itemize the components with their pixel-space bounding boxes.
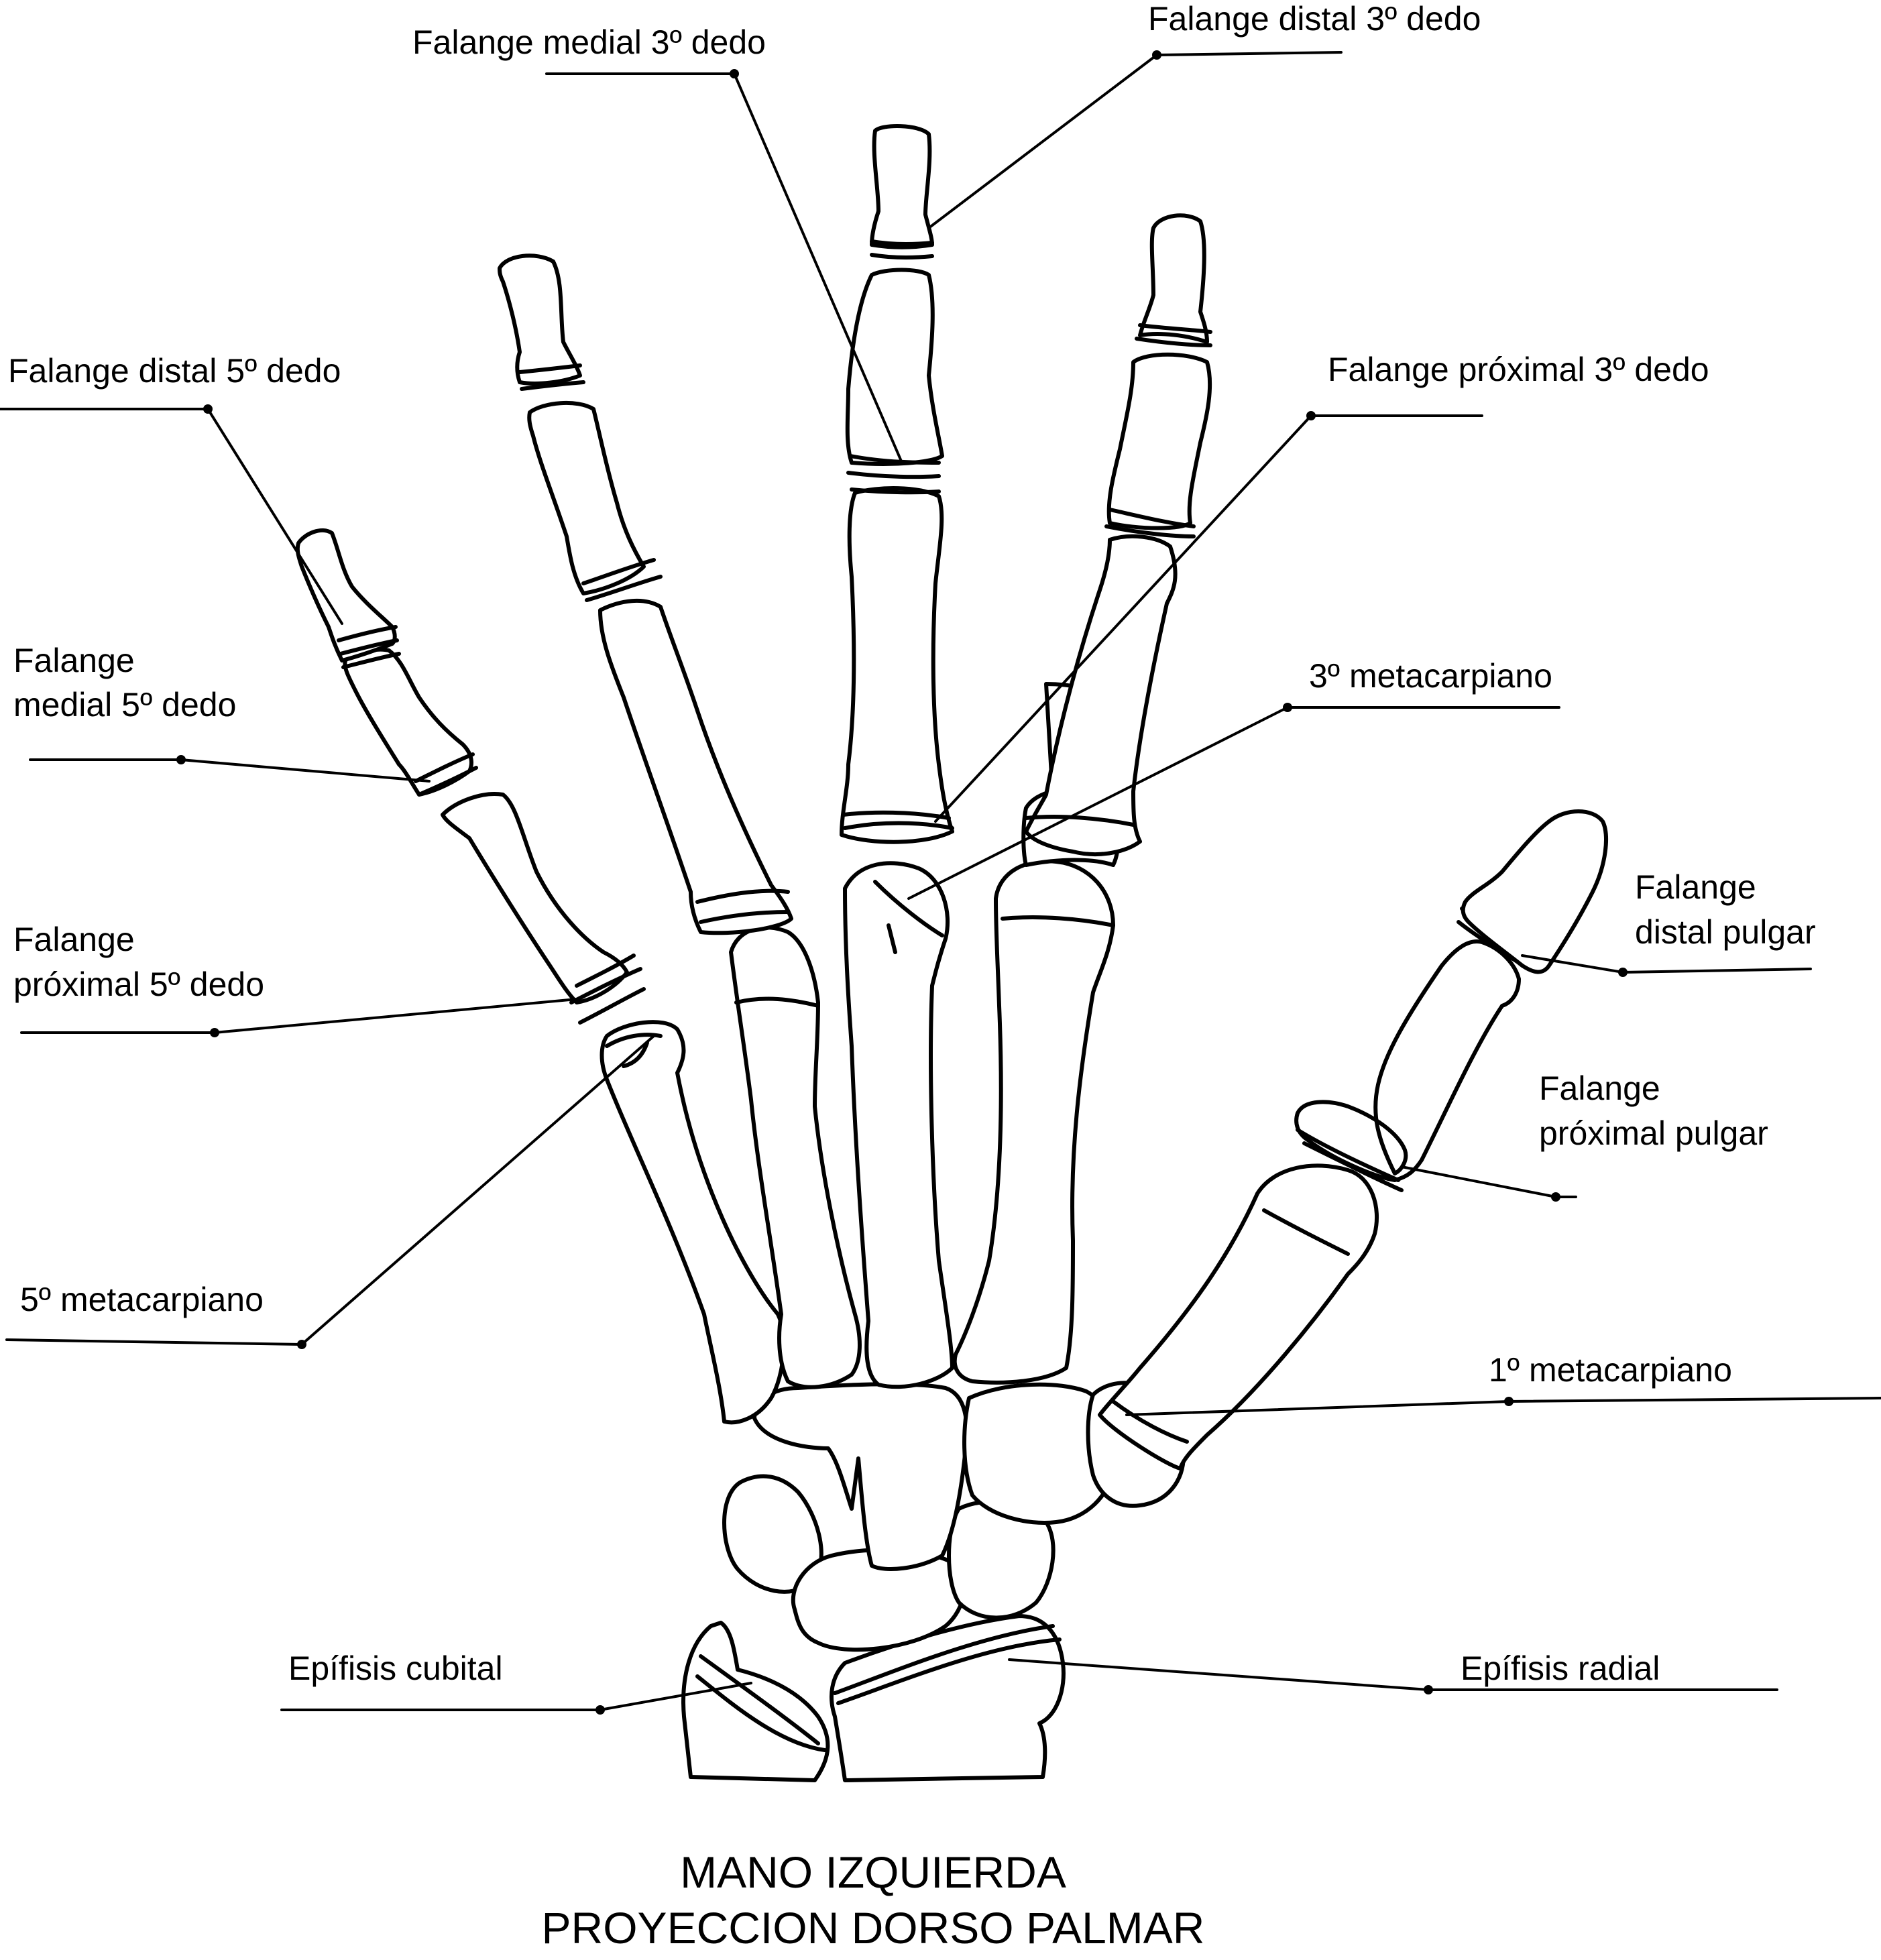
leader-epifisis-cubital [280,1682,752,1711]
metacarpal-4-head-line [734,996,820,1008]
labels: Falange medial 3º dedo Falange distal 3º… [8,0,1816,1687]
leader-metacarpiano-3 [907,706,1560,900]
leader-falange-distal-pulgar [1521,954,1812,974]
metacarpal-5-head-line [605,1033,663,1068]
leader-dot [1283,703,1292,712]
leader-dot [1551,1192,1560,1202]
metacarpal-2-head-line [1001,915,1115,927]
ring-mcp-joint [695,888,790,924]
label-falange-medial-5-line1: Falange [13,642,135,679]
label-falange-medial-5-line2: medial 5º dedo [13,686,236,724]
ulna-epiphysis [681,1621,830,1782]
leader-dot [297,1340,306,1349]
leader-falange-medial-5 [29,758,431,783]
little-distal-phalanx [295,528,397,662]
leader-dot [1424,1685,1433,1694]
label-falange-distal-pulgar-line2: distal pulgar [1635,913,1816,951]
thumb-mcp-joint [1296,1128,1404,1192]
caption-line1: MANO IZQUIERDA [680,1847,1066,1897]
label-epifisis-radial: Epífisis radial [1461,1650,1660,1687]
middle-proximal-phalanx [840,486,954,844]
index-mcp-joint [1024,815,1135,827]
leader-dot [730,69,739,78]
label-falange-proximal-3: Falange próximal 3º dedo [1328,351,1709,388]
leader-falange-distal-5 [0,408,343,625]
index-dip-joint [1135,323,1212,347]
leader-falange-proximal-5 [20,998,578,1034]
index-middle-phalanx [1106,352,1212,530]
label-falange-distal-3: Falange distal 3º dedo [1148,0,1481,38]
caption-line2: PROYECCION DORSO PALMAR [542,1903,1205,1953]
middle-middle-phalanx [845,268,944,466]
leader-falange-distal-3 [927,51,1343,229]
radius-joint-line [833,1624,1062,1705]
metacarpal-1-head-line [1262,1208,1350,1256]
ulna-joint-line [695,1654,827,1752]
middle-pip-joint [846,454,941,495]
carpal-capitate [962,1382,1116,1525]
label-falange-proximal-5-line2: próximal 5º dedo [13,966,264,1003]
middle-distal-phalanx [870,124,934,249]
label-metacarpiano-1: 1º metacarpiano [1489,1351,1732,1389]
label-metacarpiano-5: 5º metacarpiano [20,1281,264,1318]
label-epifisis-cubital: Epífisis cubital [288,1650,503,1687]
label-metacarpiano-3: 3º metacarpiano [1309,657,1552,695]
leader-falange-proximal-pulgar [1400,1165,1577,1198]
label-falange-proximal-pulgar-line1: Falange [1539,1070,1660,1107]
label-falange-distal-5: Falange distal 5º dedo [8,352,341,390]
little-proximal-phalanx [441,792,629,1004]
middle-dip-joint [870,239,934,260]
ring-dip-joint [518,363,585,391]
metacarpal-2 [952,859,1115,1385]
metacarpal-4 [729,925,862,1389]
ring-distal-phalanx [498,253,582,386]
label-falange-proximal-pulgar-line2: próximal pulgar [1539,1114,1768,1152]
metacarpal-1 [1098,1163,1379,1471]
leader-dot [595,1705,605,1715]
metacarpal-5 [600,1020,786,1425]
ring-pip-joint [581,558,663,602]
caption: MANO IZQUIERDA PROYECCION DORSO PALMAR [542,1847,1205,1953]
metacarpal-1-base-line [1111,1399,1189,1444]
label-falange-medial-3: Falange medial 3º dedo [412,23,766,61]
leader-dot [203,404,213,414]
leader-dot [210,1028,219,1037]
ring-proximal-phalanx [598,598,793,935]
little-mcp-joint [569,954,646,1025]
index-proximal-phalanx-shaft [1024,534,1178,857]
thumb-proximal-phalanx [1294,939,1521,1182]
leader-epifisis-radial [1008,1658,1778,1691]
middle-mcp-joint [842,810,954,830]
label-falange-distal-pulgar-line1: Falange [1635,868,1756,906]
leader-dot [1618,968,1628,977]
ring-middle-phalanx [527,401,646,595]
metacarpal-3-head-line [873,880,944,954]
index-pip-joint [1104,508,1196,538]
little-pip-joint [414,752,478,797]
index-distal-phalanx [1138,213,1209,344]
label-falange-proximal-5-line1: Falange [13,921,135,958]
thumb-distal-phalanx [1461,809,1608,974]
metacarpal-3 [843,861,954,1389]
leader-dot [176,755,186,764]
little-middle-phalanx [343,647,473,797]
radius-epiphysis [830,1614,1066,1782]
leader-dot [1504,1397,1514,1406]
carpal-hamate [752,1382,969,1571]
leader-falange-proximal-3 [934,414,1483,823]
leader-dot [1152,50,1161,60]
leader-lines [0,50,1881,1715]
leader-dot [1306,411,1316,420]
little-dip-joint [337,625,401,669]
